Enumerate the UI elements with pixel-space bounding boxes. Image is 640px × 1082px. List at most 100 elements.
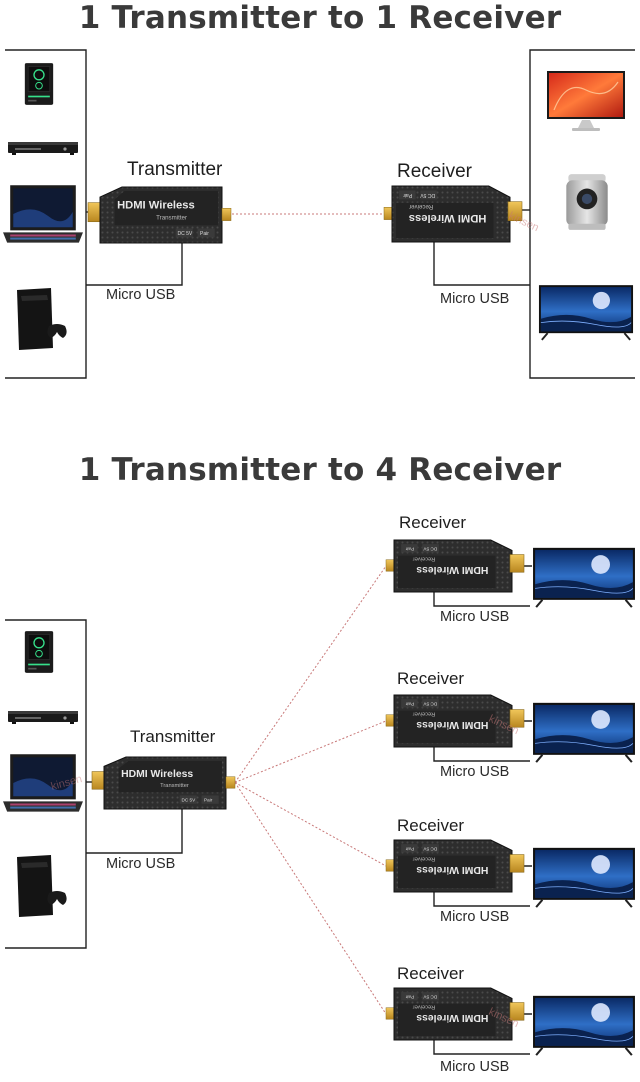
- hdmi-plug: [507, 201, 523, 222]
- source-frame-bottom: [5, 619, 87, 949]
- antenna-connector: [221, 208, 232, 221]
- tv-icon: [538, 284, 634, 341]
- pair-text: Pair: [200, 231, 209, 237]
- source-frame-top: [5, 49, 87, 379]
- dongle-subtitle-text: Receiver: [413, 1004, 436, 1010]
- dongle-brand-text: HDMI Wireless: [416, 1012, 488, 1023]
- micro-usb-label-rx-1: Micro USB: [440, 609, 510, 625]
- antenna-connector: [225, 776, 236, 789]
- receiver-dongle-3: HDMI Wireless Receiver Pair DC 5V: [385, 839, 525, 893]
- dc-port-text: DC 5V: [177, 231, 192, 237]
- usb-wire-rx-top: [433, 236, 530, 286]
- dongle-brand-text: HDMI Wireless: [416, 864, 488, 875]
- dongle-brand-text: HDMI Wireless: [117, 199, 195, 211]
- dongle-brand-text: HDMI Wireless: [416, 719, 488, 730]
- usb-wire-rx-1: [433, 590, 530, 607]
- hdmi-plug: [509, 709, 525, 728]
- wireless-signal-1: [234, 565, 387, 783]
- dc-port: [422, 992, 439, 1001]
- tv-icon: [532, 546, 636, 609]
- monitor-icon: [546, 70, 626, 132]
- tv-icon: [532, 701, 636, 764]
- pair-text: Pair: [403, 192, 412, 198]
- dongle-subtitle-text: Receiver: [413, 556, 436, 562]
- pair-text: Pair: [405, 994, 414, 999]
- receiver-label-1: Receiver: [399, 513, 467, 532]
- tv-icon: [532, 994, 636, 1057]
- wireless-signal-2: [234, 720, 387, 783]
- dc-port: [179, 795, 197, 804]
- dongle-face: [398, 710, 496, 743]
- dc-port-text: DC 5V: [181, 798, 196, 803]
- micro-usb-label-rx-top: Micro USB: [440, 291, 510, 307]
- pair-button: [201, 795, 219, 804]
- hdmi-plug: [509, 1002, 525, 1021]
- game-console-icon: [17, 855, 67, 917]
- dongle-subtitle-text: Receiver: [413, 856, 436, 862]
- dvd-player-icon: [8, 711, 78, 724]
- tv-icon: [532, 846, 636, 909]
- hdmi-plug: [509, 554, 525, 573]
- pair-button: [401, 844, 418, 853]
- dc-port: [422, 844, 439, 853]
- pair-text: Pair: [405, 846, 414, 851]
- dongle-face: [118, 761, 222, 793]
- pair-button: [401, 699, 418, 708]
- laptop-icon: [3, 185, 83, 243]
- dongle-subtitle-text: Transmitter: [156, 214, 187, 221]
- receiver-label-2: Receiver: [397, 669, 465, 688]
- pair-text: Pair: [405, 546, 414, 551]
- dongle-face: [398, 855, 496, 888]
- dvd-player-icon: [8, 142, 78, 155]
- dongle-face: [114, 191, 218, 226]
- watermark-top: kinsen: [507, 210, 541, 234]
- display-frame-top: [529, 49, 635, 379]
- heading-one-to-one: 1 Transmitter to 1 Receiver: [78, 0, 562, 36]
- receiver-label-3: Receiver: [397, 816, 465, 835]
- dc-port-text: DC 5V: [422, 846, 437, 851]
- dc-port: [422, 699, 439, 708]
- micro-usb-label-rx-2: Micro USB: [440, 764, 510, 780]
- dongle-text-group: HDMI Wireless Receiver: [413, 1004, 489, 1023]
- dongle-text-group: HDMI Wireless Receiver: [413, 856, 489, 875]
- dc-port: [175, 228, 193, 238]
- dongle-subtitle-text: Receiver: [409, 203, 433, 210]
- dongle-face: [398, 555, 496, 588]
- hdmi-plug: [509, 854, 525, 873]
- usb-wire-rx-3: [433, 890, 530, 907]
- dongle-text-group: HDMI Wireless Receiver: [413, 711, 489, 730]
- transmitter-label-top: Transmitter: [127, 159, 223, 180]
- micro-usb-label-rx-4: Micro USB: [440, 1059, 510, 1075]
- pair-text: Pair: [204, 798, 213, 803]
- pair-button: [401, 544, 418, 553]
- dc-port-text: DC 5V: [422, 546, 437, 551]
- dc-port-text: DC 5V: [420, 192, 435, 198]
- dongle-brand-text: HDMI Wireless: [121, 769, 193, 780]
- game-console-icon: [17, 288, 67, 350]
- heading-one-to-four: 1 Transmitter to 4 Receiver: [78, 452, 562, 488]
- micro-usb-label-tx-bottom: Micro USB: [106, 856, 176, 872]
- dc-port: [420, 190, 437, 200]
- micro-usb-label-tx-top: Micro USB: [106, 287, 176, 303]
- dongle-brand-text: HDMI Wireless: [416, 564, 488, 575]
- dc-port: [422, 544, 439, 553]
- usb-wire-tx-bottom: [86, 808, 183, 854]
- dongle-subtitle-text: Receiver: [413, 711, 436, 717]
- micro-usb-label-rx-3: Micro USB: [440, 909, 510, 925]
- pc-tower-icon: [24, 62, 54, 106]
- dongle-text-group: HDMI Wireless Receiver: [413, 556, 489, 575]
- receiver-label-top: Receiver: [397, 161, 472, 182]
- dongle-face: [398, 1003, 496, 1036]
- pair-button: [401, 992, 418, 1001]
- dc-port-text: DC 5V: [422, 701, 437, 706]
- usb-wire-rx-4: [433, 1038, 530, 1055]
- wireless-signal-3: [234, 782, 387, 867]
- pair-text: Pair: [405, 701, 414, 706]
